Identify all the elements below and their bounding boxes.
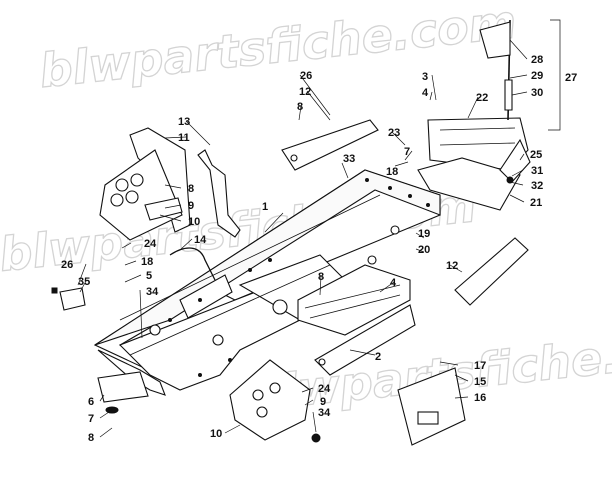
callout-20: 20 (418, 244, 430, 256)
callout-19: 19 (418, 228, 430, 240)
callout-23: 23 (388, 127, 400, 139)
callout-2: 2 (375, 351, 381, 363)
switch-assembly (51, 287, 86, 311)
callout-8d: 8 (88, 432, 94, 444)
lower-plate (229, 359, 321, 443)
callout-34a: 34 (146, 286, 159, 298)
callout-12a: 12 (299, 86, 311, 98)
callout-27: 27 (565, 72, 577, 84)
callout-26b: 26 (61, 259, 73, 271)
callout-17: 17 (474, 360, 486, 372)
flag-assembly (479, 19, 513, 121)
callout-4a: 4 (422, 87, 429, 99)
leader-lines (77, 19, 561, 438)
callout-26a: 26 (300, 70, 312, 82)
side-cover (454, 237, 529, 306)
callout-25: 25 (530, 149, 542, 161)
callout-32: 32 (531, 180, 543, 192)
wiring-harness (169, 247, 216, 281)
callout-10a: 10 (188, 216, 200, 228)
hitch-bar (281, 119, 379, 171)
callout-22: 22 (476, 92, 488, 104)
callout-31: 31 (531, 165, 543, 177)
front-bumper (99, 127, 241, 241)
callout-35: 35 (78, 276, 90, 288)
callout-4b: 4 (390, 277, 397, 289)
callout-13: 13 (178, 116, 190, 128)
callout-10b: 10 (210, 428, 222, 440)
callout-8a: 8 (297, 101, 303, 113)
callout-7a: 7 (88, 413, 94, 425)
main-frame-tunnel (93, 169, 441, 396)
callout-6: 6 (88, 396, 94, 408)
intake-box (397, 367, 466, 446)
callout-11: 11 (178, 132, 190, 144)
callout-18a: 18 (141, 256, 153, 268)
callout-16: 16 (474, 392, 486, 404)
callout-28: 28 (531, 54, 543, 66)
rear-bumper (417, 117, 531, 211)
callout-3: 3 (422, 71, 428, 83)
callout-9b: 9 (320, 396, 326, 408)
callout-5: 5 (146, 270, 152, 282)
callout-labels: 1 2 3 4 4 5 6 7 7 8 8 8 8 9 9 10 10 11 1… (61, 54, 577, 444)
callout-15: 15 (474, 376, 486, 388)
callout-34b: 34 (318, 407, 331, 419)
callout-9a: 9 (188, 200, 194, 212)
callout-1: 1 (262, 201, 268, 213)
callout-7b: 7 (404, 146, 410, 158)
callout-8b: 8 (188, 183, 194, 195)
watermark-text-top: blwpartsfiche.com (37, 0, 519, 98)
callout-30: 30 (531, 87, 543, 99)
skid-plate (97, 371, 149, 414)
callout-21: 21 (530, 197, 542, 209)
callout-33: 33 (343, 153, 355, 165)
callout-18b: 18 (386, 166, 398, 178)
callout-24b: 24 (318, 383, 331, 395)
side-plate (314, 304, 416, 376)
callout-14: 14 (194, 234, 207, 246)
callout-8c: 8 (318, 271, 324, 283)
callout-12b: 12 (446, 260, 458, 272)
callout-29: 29 (531, 70, 543, 82)
callout-24a: 24 (144, 238, 157, 250)
